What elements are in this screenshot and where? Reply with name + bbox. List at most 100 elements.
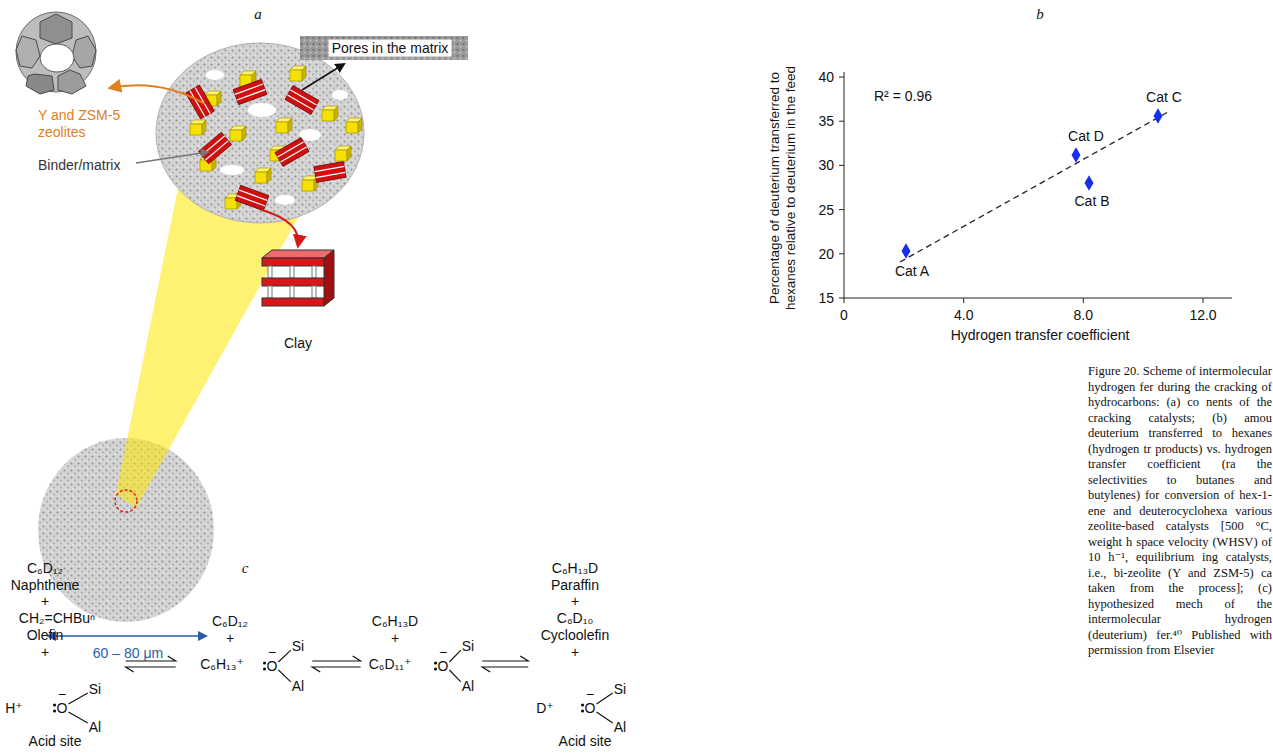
zeolite-crystal	[276, 122, 288, 133]
formula-text: CH₂=CHBuⁿ	[19, 610, 95, 626]
zoom-cone	[116, 178, 300, 508]
zoomed-particle	[156, 43, 364, 223]
formula-text: +	[391, 630, 399, 646]
clay-particle	[281, 147, 307, 162]
formula-text: Si	[614, 681, 626, 697]
equilibrium-arrow	[482, 656, 528, 672]
bond-line	[581, 703, 584, 706]
formula-text: C₆H₁₃⁺	[200, 656, 244, 672]
axis-tick	[839, 121, 844, 122]
zeolite-crystal	[322, 110, 334, 121]
zeolite-icon	[16, 36, 40, 68]
zoom-spot	[115, 490, 137, 512]
reaction-stage: C₆D₁₂Naphthene+CH₂=CHBuⁿOlefin+H⁺OSiAl−A…	[0, 556, 101, 749]
pores-image	[300, 36, 468, 60]
formula-text: +	[41, 593, 49, 609]
bond-line	[263, 667, 266, 670]
formula-text: Al	[89, 719, 101, 735]
formula-text: C₆H₁₃D	[372, 613, 418, 629]
bond-line	[53, 650, 613, 723]
zeolite-crystal	[322, 106, 338, 121]
formula-text: Cycloolefin	[541, 627, 609, 643]
clay-particle	[233, 79, 267, 104]
zoomed-particle	[332, 90, 348, 100]
clay-particle	[278, 142, 304, 157]
clay-particle	[237, 90, 265, 100]
formula-text: Al	[614, 719, 626, 735]
reaction-stage: C₆H₁₃DParaffin+C₆D₁₀Cycloolefin+D⁺OSiAl−…	[525, 556, 626, 749]
panel-letter: b	[1036, 5, 1044, 23]
formula-text: H⁺	[5, 700, 23, 716]
leader-arrow	[262, 210, 298, 246]
chart-axes	[844, 298, 1232, 299]
leader-arrow	[302, 64, 344, 90]
zeolite-icon	[58, 70, 86, 94]
formula-text: −	[268, 644, 276, 660]
axis-tick	[839, 253, 844, 254]
dimension-label: 60 – 80 μm	[93, 645, 163, 662]
formula-text: C₆D₁₂	[212, 613, 248, 629]
formula-text: Al	[462, 678, 474, 694]
formula-text: +	[571, 593, 579, 609]
tick-label: 0	[840, 307, 848, 324]
formula-text: Si	[292, 638, 304, 654]
leader-arrow	[136, 152, 208, 163]
axis-tick	[839, 77, 1203, 303]
zeolite-icon	[72, 36, 96, 68]
zeolite-crystal	[290, 70, 302, 81]
axis-title: Hydrogen transfer coefficient	[951, 327, 1130, 344]
equilibrium-arrow	[312, 667, 360, 672]
formula-text: Naphthene	[11, 577, 80, 593]
bond-line	[68, 693, 87, 704]
dimension-arrow	[48, 635, 206, 637]
zeolite-crystal	[347, 146, 351, 161]
clay-particle	[291, 90, 317, 105]
leader-arrow	[110, 85, 205, 104]
bond-line	[596, 693, 612, 704]
zoom-spot	[115, 490, 137, 512]
clay-particle	[235, 185, 269, 210]
clay-particle	[314, 162, 346, 183]
data-point	[1085, 175, 1094, 191]
formula-text: Olefin	[27, 627, 64, 643]
axis-tick	[844, 298, 845, 303]
zeolite-crystal	[358, 118, 362, 133]
zeolite-crystal	[302, 66, 306, 81]
zeolite-icon	[16, 12, 96, 94]
axis-tick	[839, 209, 844, 210]
formula-text: O	[267, 658, 278, 674]
reaction-stage: C₆H₁₃D+C₆D₁₁⁺OSiAl−	[355, 606, 474, 694]
tick-label: 40	[818, 69, 834, 86]
zeolite-crystal	[190, 66, 362, 209]
zeolite-crystal	[302, 180, 314, 191]
bond-line	[434, 661, 437, 664]
formula-text: C₆D₁₁⁺	[369, 656, 412, 672]
clay-icon	[312, 266, 316, 278]
formula-text: −	[439, 644, 447, 660]
data-point	[1154, 108, 1163, 124]
equilibrium-arrow	[126, 667, 176, 672]
formula-text: C₆D₁₂	[27, 560, 63, 576]
tick-label: 12.0	[1189, 307, 1216, 324]
clay-icon	[324, 250, 334, 306]
figure-caption: Figure 20. Scheme of intermolecular hydr…	[1088, 364, 1272, 659]
axis-tick	[1203, 298, 1204, 303]
clay-particle	[237, 196, 265, 206]
clay-particle	[316, 172, 346, 177]
formula-text: Al	[292, 678, 304, 694]
bond-line	[596, 712, 612, 723]
formula-text: +	[41, 644, 49, 660]
axis-tick	[1083, 298, 1084, 303]
panel-letter: a	[254, 5, 262, 23]
clay-icon	[262, 250, 334, 258]
bond-line	[581, 709, 584, 712]
tick-label: 4.0	[954, 307, 973, 324]
bond-line	[449, 650, 460, 662]
equilibrium-arrow	[482, 656, 528, 661]
clay-icon	[262, 278, 324, 286]
point-label: Cat D	[1068, 128, 1104, 145]
zeolite-icon	[40, 14, 72, 44]
clay-icon	[262, 250, 334, 306]
zeolite-crystal	[255, 168, 271, 183]
